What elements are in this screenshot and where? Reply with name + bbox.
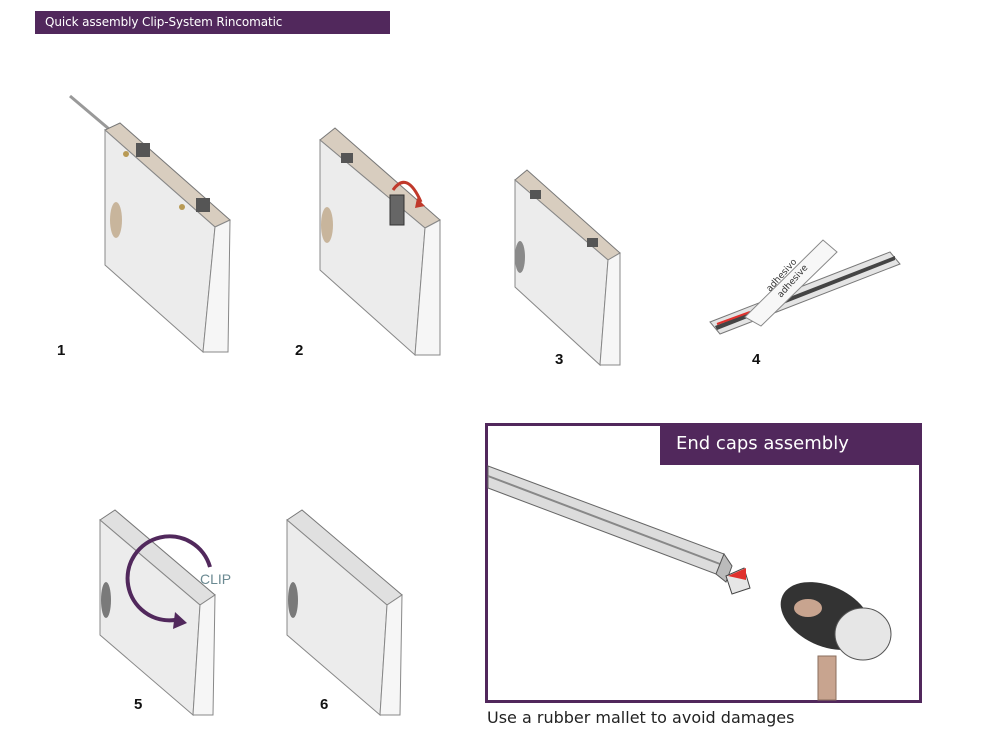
rotate-arrow [391,180,423,203]
step2-illustration [319,127,441,357]
clip-bracket-bottom [587,238,598,247]
header-title: Quick assembly Clip-System Rincomatic [45,15,283,29]
panel-handle-hole [321,207,333,243]
insert-arrow [728,568,746,580]
clip-arrowhead [173,612,187,629]
step-number: 6 [320,696,329,713]
step-number: 4 [752,351,761,368]
panel-handle-hole [101,582,111,618]
step-number: 1 [57,342,66,359]
mallet-top-knob [794,599,822,617]
clip-bracket-top [341,153,353,163]
panel-handle-hole [515,241,525,273]
panel-side-edge [379,594,403,716]
clip-bracket-top [530,190,541,199]
endcaps-illustration [487,465,892,701]
step3-illustration [514,169,621,367]
rotate-arrowhead [415,198,425,208]
panel-handle-hole [288,582,298,618]
step1-illustration [69,94,231,354]
step-number: 2 [295,342,304,359]
adhesive-tube [744,239,838,327]
step-number: 5 [134,696,143,713]
clip-bracket-bottom [196,198,210,212]
endcaps-title: End caps assembly [660,423,922,465]
adhesive-line [716,311,751,325]
panel-side-edge [192,594,216,716]
clip-label: CLIP [200,571,232,587]
step4-illustration: adhesivo adhesive [709,239,901,335]
panel-side-edge [202,219,231,353]
mallet-rubber-face [834,607,892,661]
panel-side-edge [414,219,441,356]
panel-handle-hole [110,202,122,238]
screw-bottom [179,204,185,210]
profile-groove [487,475,721,565]
step-number: 3 [555,351,564,368]
clip-rotate-arrow [125,534,212,623]
mallet-handle [817,655,837,701]
step5-illustration [99,509,216,717]
screw-top [123,151,129,157]
header-title-bar: Quick assembly Clip-System Rincomatic [35,11,390,34]
clip-bracket-top [136,143,150,157]
endcaps-caption: Use a rubber mallet to avoid damages [487,708,795,727]
panel-side-edge [599,252,621,366]
step6-illustration [286,509,403,717]
endcaps-panel: End caps assembly [485,423,922,703]
clip-bracket-rotating [389,194,405,226]
